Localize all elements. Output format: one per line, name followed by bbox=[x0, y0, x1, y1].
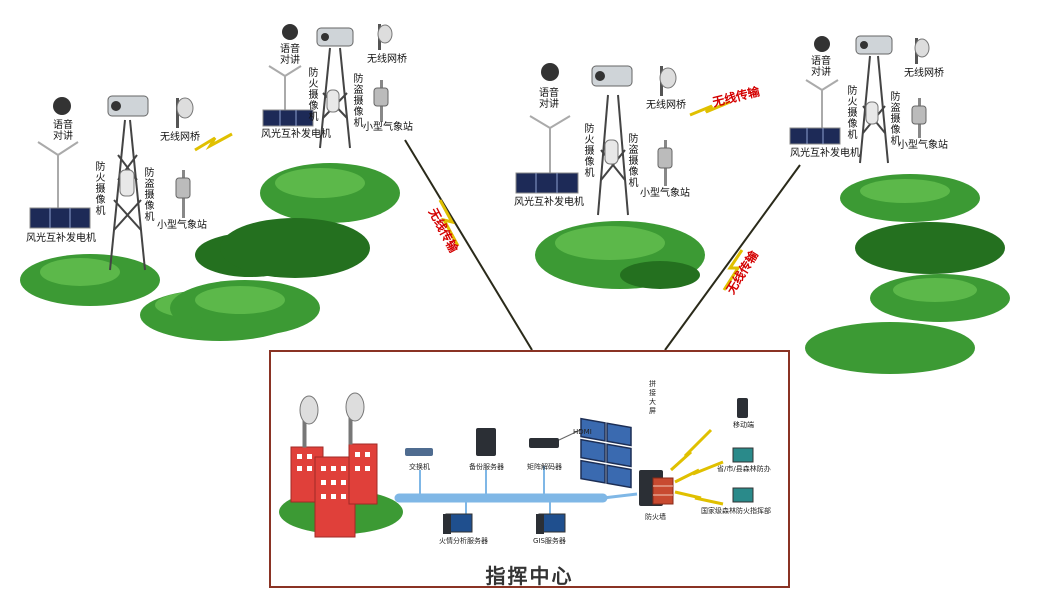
building-icon bbox=[279, 443, 403, 538]
theft-camera-icon bbox=[604, 139, 619, 165]
lightning-icon bbox=[722, 249, 744, 291]
bridge-label: 无线网桥 bbox=[904, 68, 944, 79]
analysis-server-icon bbox=[443, 513, 473, 534]
weather-station-label: 小型气象站 bbox=[640, 188, 690, 199]
backup-server-label: 备份服务器 bbox=[469, 463, 504, 471]
link-line-site4 bbox=[664, 164, 801, 351]
power-label: 风光互补发电机 bbox=[514, 197, 584, 208]
theft-camera-label: 防盗摄像机 bbox=[890, 92, 901, 147]
lightning-icon bbox=[194, 132, 233, 152]
voice-intercom-label: 语音对讲 bbox=[539, 88, 559, 110]
speaker-icon bbox=[53, 97, 71, 115]
theft-camera-label: 防盗摄像机 bbox=[144, 168, 155, 223]
theft-camera-icon bbox=[119, 169, 135, 197]
mobile-label: 移动端 bbox=[733, 421, 754, 429]
lightning-icon bbox=[669, 428, 713, 472]
solar-panel-icon bbox=[29, 207, 91, 229]
command-center-title: 指挥中心 bbox=[485, 564, 574, 588]
video-wall-label: 拼接大屏 bbox=[649, 380, 656, 415]
mobile-device-icon bbox=[737, 398, 748, 418]
fire-camera-label: 防火摄像机 bbox=[95, 162, 106, 217]
weather-station-label: 小型气象站 bbox=[898, 140, 948, 151]
fire-camera-icon bbox=[316, 27, 354, 47]
tower-icon bbox=[597, 94, 629, 216]
analysis-server-label: 火情分析服务器 bbox=[439, 537, 488, 545]
monitoring-site-2: 语音对讲 防火摄像机 防盗摄像机 无线网桥 小型气象站 风光互补发电机 bbox=[170, 18, 435, 338]
monitoring-site-4: 语音对讲 防火摄像机 防盗摄像机 无线网桥 小型气象站 风光互补发电机 bbox=[780, 28, 1040, 374]
backup-server-icon bbox=[476, 428, 496, 456]
solar-panel-icon bbox=[789, 127, 841, 145]
power-label: 风光互补发电机 bbox=[26, 233, 96, 244]
hill-icon bbox=[170, 163, 400, 336]
lightning-icon bbox=[674, 490, 724, 506]
hdmi-label: HDMI bbox=[573, 428, 592, 436]
link-line-site2 bbox=[404, 139, 533, 351]
fire-camera-icon bbox=[107, 95, 149, 117]
speaker-icon bbox=[814, 36, 830, 52]
gis-server-icon bbox=[536, 513, 566, 534]
fire-camera-icon bbox=[855, 35, 893, 55]
bridge-label: 无线网桥 bbox=[646, 100, 686, 111]
lightning-icon bbox=[689, 100, 731, 117]
province-label: 省/市/县森林防办 bbox=[717, 465, 771, 473]
command-center-panel: 交换机 备份服务器 矩阵解码器 HDMI 拼接大屏 火情分析服务器 GIS服务器… bbox=[269, 350, 790, 588]
decoder-icon bbox=[529, 438, 559, 448]
solar-panel-icon bbox=[515, 172, 579, 194]
solar-panel-icon bbox=[262, 109, 314, 127]
firewall-label: 防火墙 bbox=[645, 513, 666, 521]
switch-icon bbox=[405, 448, 433, 456]
weather-station-icon bbox=[657, 140, 673, 186]
decoder-label: 矩阵解码器 bbox=[527, 463, 562, 471]
lightning-icon bbox=[438, 199, 460, 247]
speaker-icon bbox=[282, 24, 298, 40]
video-wall-icon bbox=[580, 417, 632, 489]
power-label: 风光互补发电机 bbox=[790, 148, 860, 159]
speaker-icon bbox=[541, 63, 559, 81]
weather-station-icon bbox=[911, 98, 927, 138]
voice-intercom-label: 语音对讲 bbox=[280, 44, 300, 66]
theft-camera-icon bbox=[865, 101, 879, 125]
weather-station-icon bbox=[373, 80, 389, 122]
dish-antenna-icon bbox=[299, 392, 365, 448]
lightning-icon bbox=[674, 460, 724, 484]
theft-camera-label: 防盗摄像机 bbox=[353, 74, 364, 129]
bridge-label: 无线网桥 bbox=[367, 54, 407, 65]
weather-station-icon bbox=[175, 170, 191, 218]
wind-turbine-icon bbox=[805, 79, 839, 128]
national-terminal-icon bbox=[732, 487, 754, 503]
theft-camera-icon bbox=[326, 89, 340, 113]
fire-camera-label: 防火摄像机 bbox=[584, 124, 595, 179]
power-label: 风光互补发电机 bbox=[261, 129, 331, 140]
switch-label: 交换机 bbox=[409, 463, 430, 471]
bridge-label: 无线网桥 bbox=[160, 132, 200, 143]
monitoring-site-3: 语音对讲 防火摄像机 防盗摄像机 无线网桥 小型气象站 风光互补发电机 bbox=[510, 40, 770, 360]
weather-station-label: 小型气象站 bbox=[363, 122, 413, 133]
fire-camera-label: 防火摄像机 bbox=[308, 68, 319, 123]
fire-camera-label: 防火摄像机 bbox=[847, 86, 858, 141]
province-terminal-icon bbox=[732, 447, 754, 463]
tower-icon bbox=[109, 119, 146, 271]
weather-station-label: 小型气象站 bbox=[157, 220, 207, 231]
gis-server-label: GIS服务器 bbox=[533, 537, 566, 545]
theft-camera-label: 防盗摄像机 bbox=[628, 134, 639, 189]
wind-turbine-icon bbox=[529, 115, 571, 175]
fire-camera-icon bbox=[591, 65, 633, 87]
voice-intercom-label: 语音对讲 bbox=[53, 120, 73, 142]
wind-turbine-icon bbox=[37, 141, 79, 210]
hill-icon bbox=[805, 174, 1010, 374]
voice-intercom-label: 语音对讲 bbox=[811, 56, 831, 78]
hill-icon bbox=[535, 221, 705, 289]
national-label: 国家级森林防火指挥部 bbox=[701, 507, 771, 515]
firewall-icon bbox=[639, 470, 674, 506]
